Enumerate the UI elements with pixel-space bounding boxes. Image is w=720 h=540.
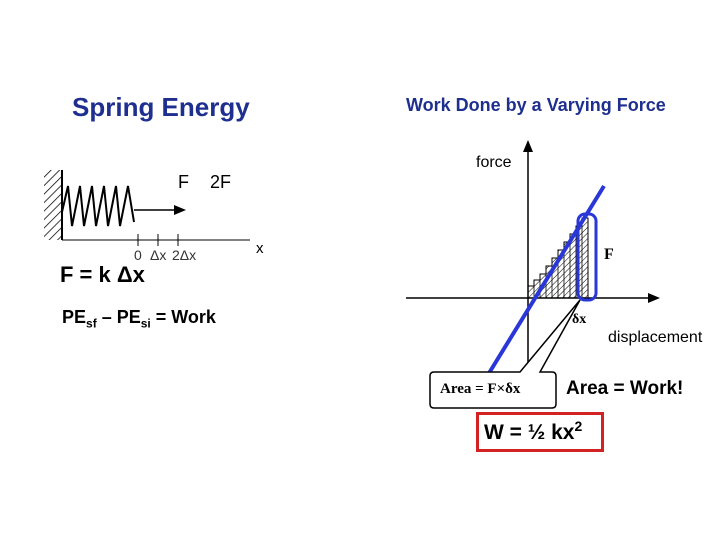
pe-work-equation: PEsf – PEsi = Work <box>62 307 216 331</box>
x-axis-label: displacement <box>608 329 703 346</box>
wall-hatched <box>44 170 63 240</box>
bracket-F-label: F <box>604 246 614 263</box>
force-line <box>484 184 606 380</box>
result-box <box>476 412 604 452</box>
work-formula: W = ½ kx2 <box>484 418 583 444</box>
force-arrow <box>134 205 186 215</box>
strip-bracket <box>576 212 598 302</box>
spring-coil <box>61 185 135 227</box>
varying-force-title: Work Done by a Varying Force <box>406 95 666 115</box>
hookes-law: F = k Δx <box>60 262 145 287</box>
tick-label-dx: Δx <box>150 247 167 263</box>
force-label-2F: 2F <box>210 172 232 192</box>
spring-axis-x-label: x <box>256 240 264 257</box>
area-equals-work: Area = Work! <box>566 378 684 399</box>
y-axis-label: force <box>476 154 512 171</box>
force-label-F: F <box>178 172 189 192</box>
spring-x-axis <box>62 234 250 246</box>
tick-label-2dx: 2Δx <box>172 247 197 263</box>
tick-label-zero: 0 <box>134 247 142 263</box>
spring-energy-title: Spring Energy <box>72 92 250 122</box>
area-callout-text: Area = F×δx <box>440 381 521 397</box>
area-callout-bubble <box>429 299 581 409</box>
delta-x-label: δx <box>572 312 587 327</box>
